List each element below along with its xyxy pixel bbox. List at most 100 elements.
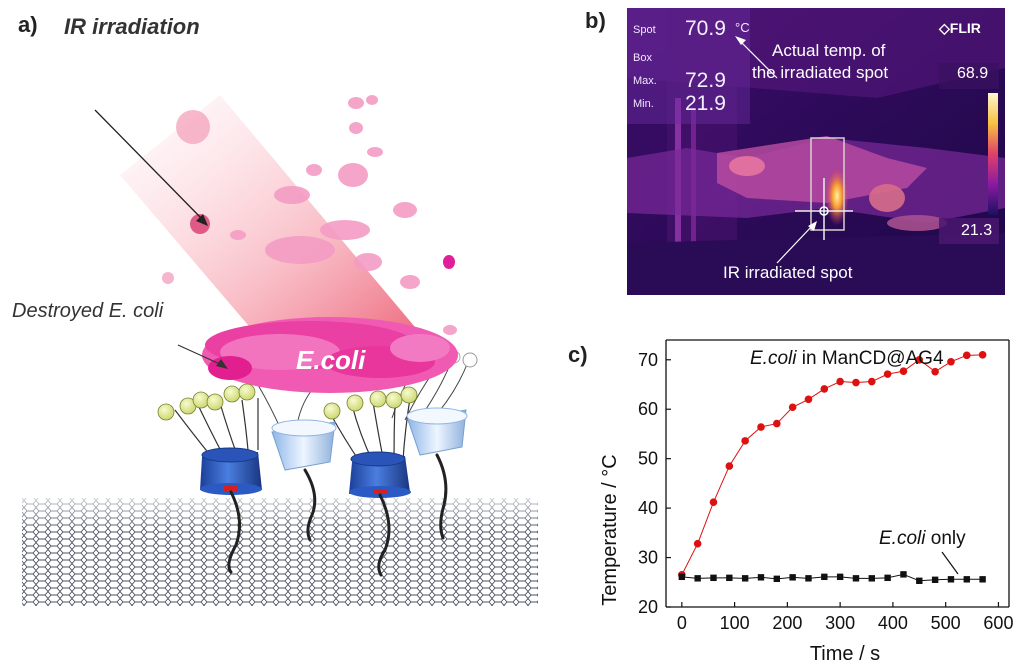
x-tick-label: 300 <box>825 613 855 633</box>
ecoli-only-point <box>868 575 875 582</box>
legend-ecoli-mancd-rest: in ManCD@AG4 <box>796 348 943 369</box>
ecoli-mancd-point <box>757 423 765 431</box>
ir-arrow <box>94 109 204 221</box>
ecoli-only-point <box>821 573 828 581</box>
spot-unit: °C <box>735 20 750 35</box>
scale-max-value: 68.9 <box>957 65 989 82</box>
cyclodextrin-light-1 <box>271 419 337 471</box>
legend-ecoli-only: E.coli only <box>879 528 966 549</box>
ecoli-mancd-point <box>836 377 844 386</box>
ecoli-only-point <box>678 573 686 581</box>
measurement-box <box>810 137 845 231</box>
y-tick-label: 20 <box>638 597 658 617</box>
x-tick-label: 500 <box>931 613 961 633</box>
actual-temp-note: Actual temp. of the irradiated spot <box>752 40 888 84</box>
x-tick-label: 200 <box>772 613 802 633</box>
ecoli-mancd-point <box>804 395 813 404</box>
actual-temp-note-line2: the irradiated spot <box>752 63 889 82</box>
ecoli-mancd-point <box>931 367 939 376</box>
ecoli-only-point <box>773 575 781 583</box>
graphene-sheet <box>22 498 538 606</box>
ecoli-mancd-point <box>962 351 971 360</box>
x-tick-label: 0 <box>677 613 687 633</box>
ecoli-only-point <box>757 574 765 581</box>
ecoli-only-point <box>931 576 939 584</box>
ecoli-mancd-point <box>852 378 860 387</box>
legend-ecoli-mancd: E.coli in ManCD@AG4 <box>750 348 944 369</box>
x-tick-label: 400 <box>878 613 908 633</box>
cyclodextrin-dark-2 <box>349 451 411 498</box>
cyclodextrin-light-2 <box>406 407 468 456</box>
ecoli-mancd-point <box>773 419 781 428</box>
legend-ecoli-only-italic: E.coli <box>879 528 926 549</box>
scale-min-value: 21.3 <box>961 222 993 239</box>
ecoli-mancd-point <box>693 539 702 548</box>
illustration-ir-ecoli <box>22 95 538 606</box>
x-tick-label: 600 <box>983 613 1013 633</box>
ecoli-only-point <box>805 575 812 582</box>
spot-label: Spot <box>633 24 656 36</box>
box-label: Box <box>633 52 652 64</box>
panel-c-label: c) <box>568 342 588 367</box>
chart-ticks: 0 100 200 300 400 500 600 20 30 40 50 60 70 <box>638 350 1014 633</box>
y-tick-label: 50 <box>638 449 658 469</box>
ecoli-only-point <box>710 574 717 582</box>
crosshair-icon <box>819 206 829 216</box>
ecoli-mancd-point <box>725 462 734 470</box>
ecoli-mancd-point <box>868 377 876 386</box>
max-value: 72.9 <box>685 69 726 92</box>
ecoli-mancd-point <box>899 367 908 375</box>
ecoli-only-point <box>979 576 986 583</box>
ecoli-only-point <box>884 574 891 582</box>
ir-beam <box>120 95 430 345</box>
mannose-beads <box>157 383 418 421</box>
y-tick-label: 30 <box>638 548 658 568</box>
ecoli-only-point <box>741 575 749 582</box>
ecoli-mancd-point <box>788 403 797 412</box>
legend-pointer <box>941 551 959 575</box>
actual-temp-note-line1: Actual temp. of <box>772 41 886 60</box>
cyclodextrin-dark-1 <box>200 447 262 495</box>
flir-logo-icon: ◇ <box>939 20 950 36</box>
ir-irradiation-title: IR irradiation <box>64 14 200 39</box>
min-value: 21.9 <box>685 92 726 115</box>
y-axis-label: Temperature / °C <box>599 454 621 605</box>
thermal-image: Spot 70.9 °C Box Max. 72.9 Min. 21.9 ◇FL… <box>627 8 1005 295</box>
ecoli-only-point <box>726 574 733 582</box>
min-label: Min. <box>633 98 654 110</box>
ecoli-only-point <box>789 574 796 581</box>
destroyed-ecoli-label: Destroyed E. coli <box>12 300 164 322</box>
max-label: Max. <box>633 75 657 87</box>
ecoli-only-point <box>947 576 955 583</box>
ecoli-mancd-point <box>741 437 749 445</box>
chart-axes <box>665 339 1010 608</box>
x-tick-label: 100 <box>720 613 750 633</box>
panel-b-label: b) <box>585 8 606 33</box>
series-ecoli-only <box>678 571 986 584</box>
ecoli-only-point <box>900 571 907 578</box>
flir-logo: ◇FLIR <box>939 20 981 36</box>
ecoli-only-point <box>916 577 923 584</box>
x-axis-label: Time / s <box>810 643 880 665</box>
ir-spot-note: IR irradiated spot <box>723 263 853 282</box>
ecoli-mancd-point <box>947 357 955 366</box>
ecoli-cell-label: E.coli <box>296 345 366 375</box>
ecoli-mancd-point <box>709 498 718 506</box>
ecoli-mancd-point <box>883 370 892 378</box>
ecoli-only-point <box>963 576 970 583</box>
ecoli-only-point <box>852 575 860 582</box>
y-tick-label: 70 <box>638 350 658 370</box>
panel-a-label: a) <box>18 12 38 37</box>
ecoli-debris <box>230 95 457 335</box>
temperature-chart: 0 100 200 300 400 500 600 20 30 40 50 60 70 Time / s… <box>599 339 1014 665</box>
ecoli-only-point <box>694 575 701 582</box>
legend-ecoli-only-rest: only <box>925 528 966 549</box>
y-tick-label: 40 <box>638 498 658 518</box>
legend-ecoli-mancd-italic: E.coli <box>750 348 797 369</box>
thermal-scene <box>627 8 1005 295</box>
ecoli-mancd-point <box>820 385 829 393</box>
ecoli-mancd-point <box>915 355 924 364</box>
ecoli-only-point <box>836 573 844 581</box>
y-tick-label: 60 <box>638 399 658 419</box>
